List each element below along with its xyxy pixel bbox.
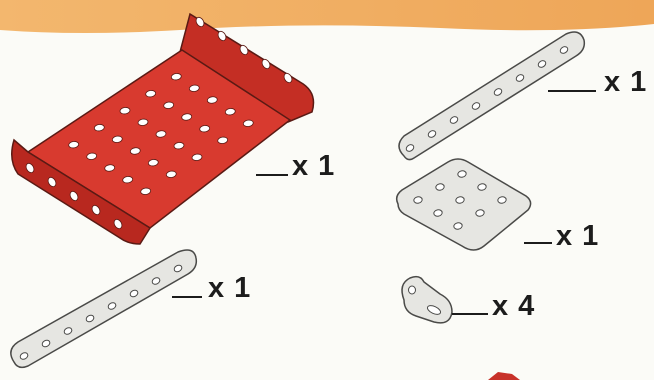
long-strip-quantity: x 1 — [208, 272, 251, 305]
long-strip — [11, 250, 197, 367]
leader-line — [548, 90, 596, 92]
header-banner — [0, 0, 654, 33]
top-strip — [399, 32, 584, 160]
leader-line — [452, 313, 488, 315]
angle-bracket-hole — [409, 286, 416, 294]
angle-bracket-quantity: x 4 — [492, 290, 535, 323]
angle-bracket — [402, 277, 452, 323]
square-plate — [397, 159, 531, 250]
leader-line — [256, 174, 288, 176]
partial-red-part — [488, 372, 520, 380]
top-strip-quantity: x 1 — [604, 66, 647, 99]
flanged-plate — [12, 14, 314, 244]
flanged-plate-quantity: x 1 — [292, 150, 335, 183]
long-strip-body — [11, 250, 197, 367]
angle-bracket-body — [402, 277, 452, 323]
square-plate-quantity: x 1 — [556, 220, 599, 253]
leader-line — [172, 296, 202, 298]
leader-line — [524, 242, 552, 244]
top-strip-body — [399, 32, 584, 160]
